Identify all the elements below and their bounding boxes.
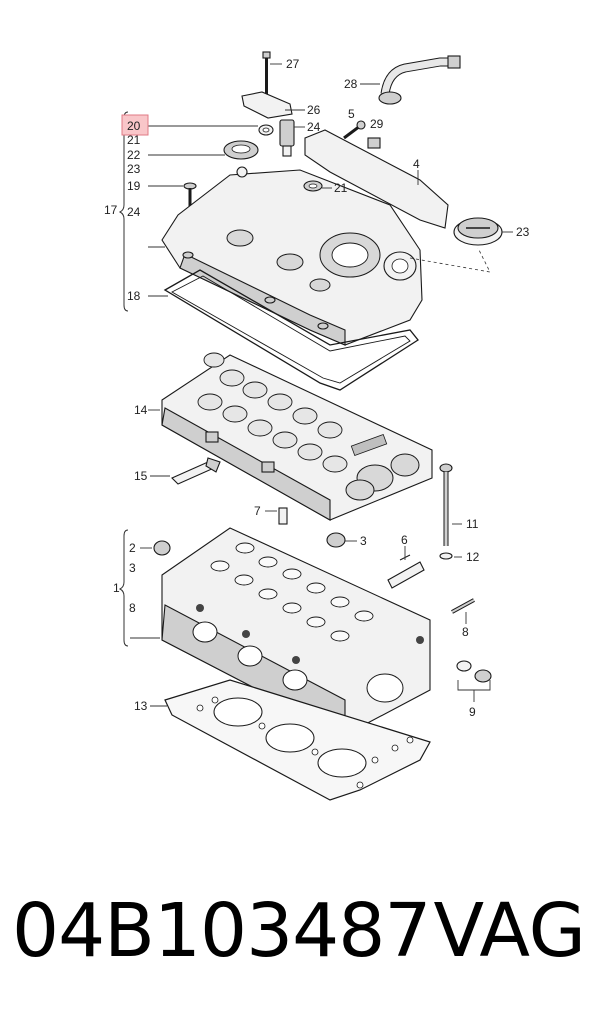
callout-1: 1 bbox=[113, 581, 120, 595]
clip-29 bbox=[367, 137, 381, 149]
seal-22 bbox=[223, 140, 259, 160]
camshaft-housing-14 bbox=[161, 352, 433, 521]
callout-24: 24 bbox=[127, 205, 141, 219]
bolt-19 bbox=[183, 182, 197, 208]
callout-23: 23 bbox=[127, 162, 141, 176]
callout-29: 29 bbox=[370, 117, 384, 131]
callout-23-cap: 23 bbox=[516, 225, 530, 239]
callout-14: 14 bbox=[134, 403, 148, 417]
callout-3: 3 bbox=[360, 534, 367, 548]
callout-3-bracket: 3 bbox=[129, 561, 136, 575]
callout-21: 21 bbox=[127, 133, 141, 147]
callout-8-bracket: 8 bbox=[129, 601, 136, 615]
part-number: 04B103487 bbox=[12, 888, 431, 974]
oil-filler-cap-23 bbox=[453, 217, 503, 246]
callout-22: 22 bbox=[127, 148, 141, 162]
callout-6: 6 bbox=[401, 533, 408, 547]
callout-8: 8 bbox=[462, 625, 469, 639]
sealing-plugs-9 bbox=[456, 660, 492, 702]
callout-4: 4 bbox=[413, 157, 420, 171]
callout-20-highlighted: 20 bbox=[127, 119, 141, 133]
sensor-24 bbox=[279, 119, 295, 157]
stud-8 bbox=[451, 598, 475, 614]
bracket-26 bbox=[241, 91, 293, 119]
breather-hose-28 bbox=[378, 55, 461, 105]
washer-12 bbox=[439, 552, 453, 560]
head-gasket-13 bbox=[164, 679, 431, 801]
callout-9: 9 bbox=[469, 705, 476, 719]
dowel-pin-7 bbox=[278, 507, 288, 525]
callout-19: 19 bbox=[127, 179, 141, 193]
callout-17: 17 bbox=[104, 203, 118, 217]
sealing-plug-2 bbox=[153, 540, 171, 556]
sealing-plug-3 bbox=[326, 532, 346, 548]
heat-shield-4 bbox=[304, 129, 449, 229]
callout-5: 5 bbox=[348, 107, 355, 121]
bolt-27 bbox=[262, 51, 271, 100]
callout-21-right: 21 bbox=[334, 181, 348, 195]
cylinder-head-bolt-11 bbox=[439, 463, 453, 546]
callout-15: 15 bbox=[134, 469, 148, 483]
callout-11: 11 bbox=[466, 517, 479, 531]
callout-7: 7 bbox=[254, 504, 261, 518]
callout-2: 2 bbox=[129, 541, 136, 555]
callout-13: 13 bbox=[134, 699, 148, 713]
callout-18: 18 bbox=[127, 289, 141, 303]
callout-12: 12 bbox=[466, 550, 480, 564]
callout-28: 28 bbox=[344, 77, 358, 91]
oil-pipe-6 bbox=[387, 561, 425, 589]
gasket-18 bbox=[163, 269, 419, 391]
callout-27: 27 bbox=[286, 57, 300, 71]
bolt-5 bbox=[343, 120, 366, 140]
callout-24-sensor: 24 bbox=[307, 120, 321, 134]
brand-label: VAG bbox=[433, 888, 586, 974]
exploded-parts-diagram: 27 26 24 20 21 22 23 19 17 24 21 18 28 5… bbox=[104, 51, 530, 801]
callout-26: 26 bbox=[307, 103, 321, 117]
